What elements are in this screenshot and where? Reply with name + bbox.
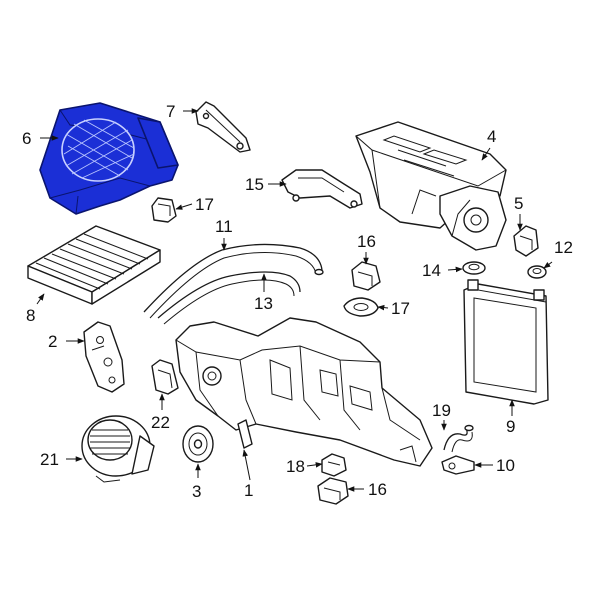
callout-1: 1	[244, 481, 253, 500]
callout-16-upper: 16	[357, 232, 376, 251]
part-9-heater-core[interactable]	[463, 279, 549, 405]
callout-12: 12	[554, 238, 573, 257]
callout-16-lower: 16	[368, 480, 387, 499]
callout-14: 14	[422, 261, 441, 280]
part-17-clip[interactable]	[151, 197, 177, 223]
callout-17: 17	[195, 195, 214, 214]
part-1-main-case[interactable]	[175, 317, 433, 467]
leader-lines	[36, 108, 553, 492]
part-12-grommet[interactable]	[527, 265, 547, 279]
callout-21: 21	[40, 450, 59, 469]
part-7-bracket[interactable]	[195, 101, 251, 153]
callout-7: 7	[166, 102, 175, 121]
callout-8: 8	[26, 306, 35, 325]
callout-9: 9	[506, 417, 515, 436]
part-15-duct[interactable]	[281, 169, 363, 209]
callout-20: 19	[432, 401, 451, 420]
callout-3: 3	[192, 482, 201, 501]
callout-22: 22	[151, 413, 170, 432]
part-2-plate[interactable]	[83, 321, 125, 393]
part-22-resistor[interactable]	[151, 359, 179, 395]
callout-18: 17	[391, 299, 410, 318]
part-6-inlet-housing[interactable]	[39, 102, 179, 215]
callout-13: 13	[254, 294, 273, 313]
part-3-blower-wheel[interactable]	[182, 425, 214, 463]
callout-5: 5	[514, 194, 523, 213]
part-16-sensor-lower[interactable]	[317, 477, 349, 505]
part-10-valve[interactable]	[441, 455, 475, 475]
callout-10: 10	[496, 456, 515, 475]
part-18-gasket[interactable]	[343, 297, 379, 317]
callout-6: 6	[22, 129, 31, 148]
callout-11: 11	[215, 217, 233, 236]
callout-15: 15	[245, 175, 264, 194]
callout-2: 2	[48, 332, 57, 351]
part-21-blower-motor[interactable]	[81, 415, 155, 483]
part-4-upper-case[interactable]	[355, 121, 507, 251]
part-14-seal[interactable]	[462, 261, 486, 275]
callout-19: 18	[286, 457, 305, 476]
callout-4: 4	[487, 127, 496, 146]
part-19-connector[interactable]	[321, 453, 347, 477]
part-16-sensor-upper[interactable]	[351, 261, 381, 291]
part-8-cabin-filter[interactable]	[27, 225, 161, 305]
callout-labels: 6 7 17 8 11 13 15 4 5 12 14 16 17 9 1 2 …	[22, 102, 573, 501]
part-20-drain-tube[interactable]	[443, 424, 474, 453]
part-5-actuator[interactable]	[513, 225, 539, 257]
